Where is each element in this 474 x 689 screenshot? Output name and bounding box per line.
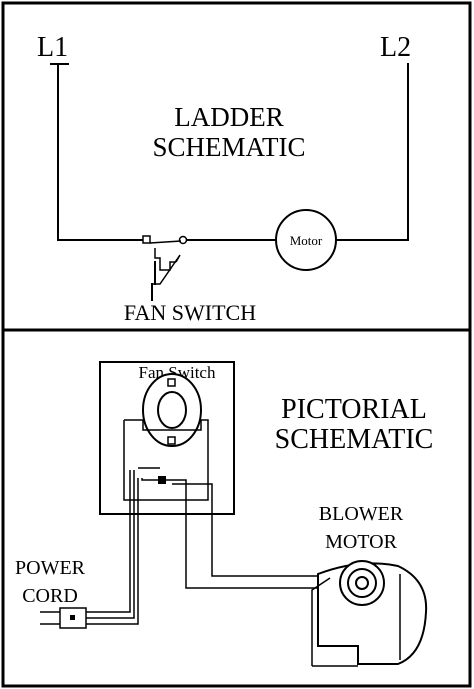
pictorial-schematic: Fan Switch (15, 361, 434, 667)
pictorial-title-line2: SCHEMATIC (275, 424, 434, 455)
motor-wires (166, 479, 346, 589)
l2-label: L2 (380, 32, 411, 63)
power-cord-label-line2: CORD (22, 585, 78, 607)
blower-motor-label-line1: BLOWER (319, 503, 404, 525)
blower-motor-symbol (311, 560, 428, 667)
switch-body (142, 373, 202, 447)
motor-label: Motor (290, 233, 323, 248)
switch-plate (123, 419, 209, 501)
ladder-title-line1: LADDER (174, 102, 284, 132)
power-cord-wires (86, 470, 158, 625)
switch-terminal (158, 476, 166, 484)
fan-switch-label: FAN SWITCH (124, 300, 256, 325)
fan-switch-symbol (142, 235, 188, 301)
power-plug-icon (40, 607, 87, 629)
l1-label: L1 (37, 32, 68, 63)
l2-rail-wire (335, 63, 409, 241)
blower-motor-label-line2: MOTOR (325, 531, 398, 553)
pictorial-title-line1: PICTORIAL (281, 394, 427, 425)
power-cord-label-line1: POWER (15, 557, 86, 579)
ladder-schematic: L1 L2 Motor LADDER SCHEMATIC FAN SWITCH (37, 32, 411, 325)
l1-rail-wire (57, 63, 146, 241)
ladder-title-line2: SCHEMATIC (152, 132, 305, 162)
switch-box (99, 361, 235, 515)
